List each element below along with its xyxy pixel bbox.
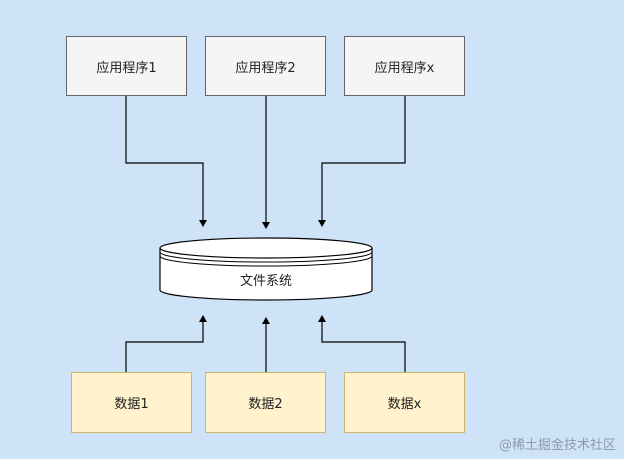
- app-label-1: 应用程序1: [96, 60, 157, 76]
- edge-datax-to-filesystem: [318, 315, 406, 372]
- edge-data1-to-filesystem: [125, 315, 207, 372]
- edge-appx-to-filesystem: [318, 96, 406, 227]
- edge-app1-to-filesystem: [125, 96, 207, 227]
- app-box-x: 应用程序x: [344, 36, 465, 96]
- app-label-2: 应用程序2: [235, 60, 296, 76]
- watermark-text: @稀土掘金技术社区: [498, 438, 616, 453]
- data-label-1: 数据1: [114, 397, 149, 412]
- data-box-x: 数据x: [344, 372, 465, 433]
- data-label-x: 数据x: [387, 397, 422, 412]
- filesystem-cylinder-shape: [159, 237, 373, 301]
- filesystem-label: 文件系统: [239, 273, 292, 289]
- filesystem-node: 文件系统: [160, 264, 372, 294]
- app-label-x: 应用程序x: [374, 60, 435, 76]
- app-box-2: 应用程序2: [205, 36, 326, 96]
- data-label-2: 数据2: [248, 397, 283, 412]
- data-box-2: 数据2: [205, 372, 326, 433]
- app-box-1: 应用程序1: [66, 36, 187, 96]
- data-box-1: 数据1: [71, 372, 192, 433]
